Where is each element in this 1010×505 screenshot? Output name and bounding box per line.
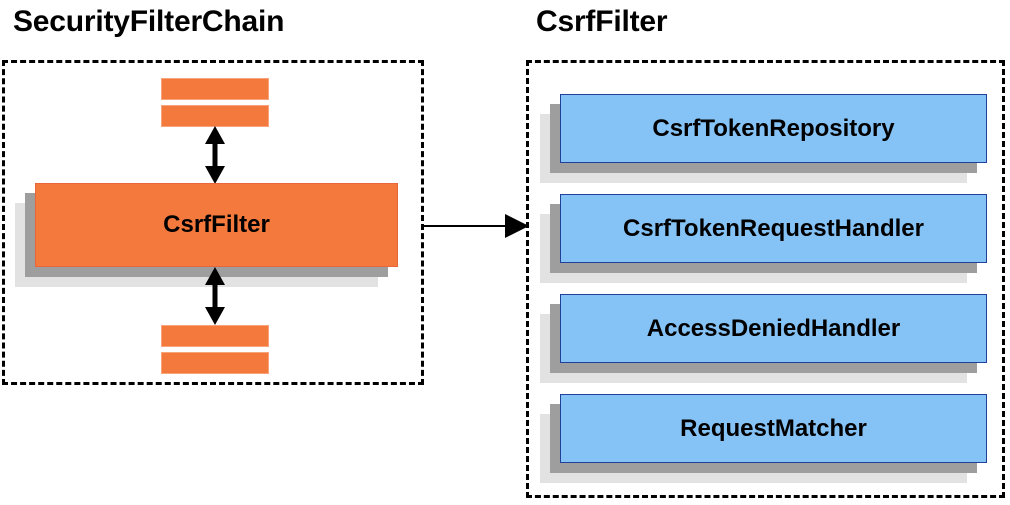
collaborator-label: CsrfTokenRequestHandler (560, 194, 987, 263)
bidirectional-arrow-down-icon (205, 267, 225, 325)
collaborator-box-csrf-token-repository[interactable]: CsrfTokenRepository (540, 94, 987, 183)
filter-bar-above-1 (161, 78, 269, 100)
collaborator-box-csrf-token-request-handler[interactable]: CsrfTokenRequestHandler (540, 194, 987, 283)
collaborator-box-access-denied-handler[interactable]: AccessDeniedHandler (540, 294, 987, 383)
filter-bar-below-2 (161, 352, 269, 374)
filter-bar-above-2 (161, 105, 269, 127)
collaborator-label: AccessDeniedHandler (560, 294, 987, 363)
page-title-security-filter-chain: SecurityFilterChain (13, 5, 285, 38)
security-filter-chain-container (2, 60, 424, 385)
bidirectional-arrow-up-icon (205, 126, 225, 184)
csrf-filter-box[interactable]: CsrfFilter (15, 183, 398, 287)
connector-arrow-icon (423, 214, 529, 238)
csrf-filter-detail-container (526, 60, 1005, 498)
page-title-csrf-filter: CsrfFilter (536, 5, 668, 38)
collaborator-label: RequestMatcher (560, 394, 987, 463)
collaborator-box-request-matcher[interactable]: RequestMatcher (540, 394, 987, 483)
csrf-filter-label: CsrfFilter (35, 183, 398, 267)
filter-bar-below-1 (161, 325, 269, 347)
collaborator-label: CsrfTokenRepository (560, 94, 987, 163)
